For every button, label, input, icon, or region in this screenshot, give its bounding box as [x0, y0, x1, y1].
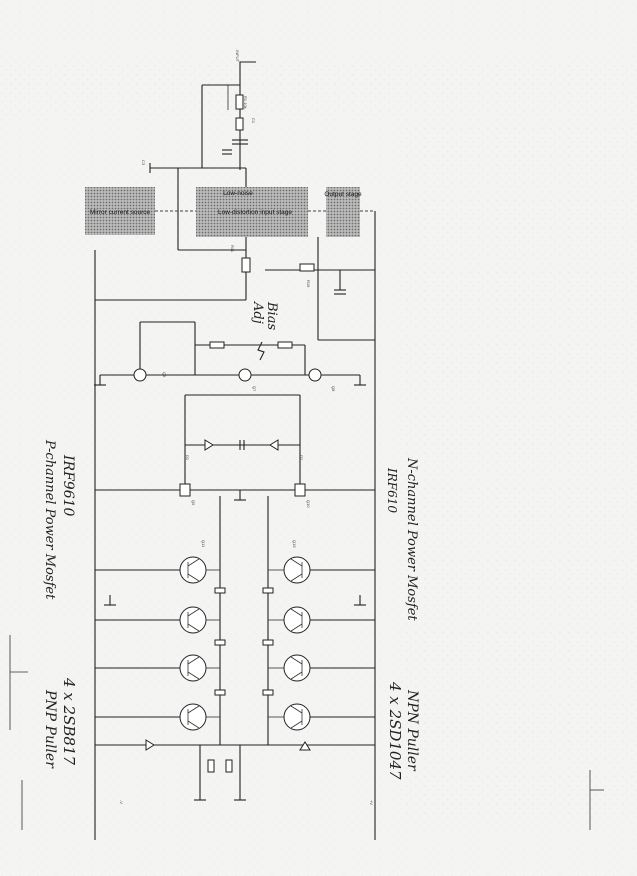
- input-section: INPUT R1 10k C1 C3: [141, 50, 256, 250]
- npn-transistor-2: [283, 606, 311, 634]
- bias-adj-text-1: Bias: [264, 301, 279, 330]
- bias-adj-text-2: Adj: [250, 301, 265, 324]
- supply-rails: R11 R16: [94, 211, 376, 840]
- svg-text:R11: R11: [230, 245, 235, 253]
- driver-transistor-right: [308, 368, 322, 382]
- block-output-stage-label: Output stage: [324, 191, 362, 198]
- n-channel-mosfet: [294, 483, 306, 497]
- handwritten-notes: IRF9610 P-channel Power Mosfet IRF610 N-…: [42, 439, 420, 780]
- svg-text:INPUT: INPUT: [235, 50, 240, 63]
- svg-text:R1 10k: R1 10k: [243, 96, 248, 109]
- title-block-fragments: [9, 635, 604, 830]
- npn-transistor-4: [283, 703, 311, 731]
- pnp-transistor-1: [179, 556, 207, 584]
- block-input-stage: Low-noise Low-distortion input stage: [196, 187, 308, 237]
- p-channel-mosfet: [179, 483, 191, 497]
- block-current-source-label: Mirror current source: [90, 209, 151, 216]
- pnp-transistor-3: [179, 654, 207, 682]
- nch-fet-desc-text: N-channel Power Mosfet: [404, 457, 419, 621]
- svg-text:Q15: Q15: [292, 540, 297, 548]
- svg-text:R16: R16: [306, 280, 311, 288]
- block-input-stage-label-1: Low-noise: [223, 190, 253, 197]
- output-array: Q11 Q15 -V +V: [95, 496, 375, 805]
- vbe-multiplier-transistor: [238, 368, 252, 382]
- driver-stage: Q5 Q7 Q8 D1 D2: [94, 321, 366, 461]
- svg-text:Q5: Q5: [162, 372, 167, 378]
- pch-fet-desc-text: P-channel Power Mosfet: [42, 439, 57, 600]
- svg-text:-V: -V: [119, 800, 124, 804]
- npn-transistor-1: [283, 556, 311, 584]
- nch-fet-part-text: IRF610: [385, 467, 399, 513]
- block-current-source: Mirror current source: [85, 187, 155, 235]
- svg-text:C3: C3: [141, 160, 146, 166]
- scan-noise-band-top: [0, 60, 637, 120]
- pnp-transistor-4: [179, 703, 207, 731]
- svg-text:Q10: Q10: [306, 500, 311, 508]
- svg-text:Q11: Q11: [201, 540, 206, 548]
- svg-text:D1: D1: [185, 455, 190, 461]
- pnp-pullers-count-text: 4 x 2SB817: [60, 677, 78, 765]
- pnp-transistor-2: [179, 606, 207, 634]
- svg-text:Q9: Q9: [191, 500, 196, 506]
- npn-pullers-count-text: 4 x 2SD1047: [386, 681, 404, 780]
- npn-pullers-desc-text: NPN Puller: [404, 689, 420, 772]
- svg-text:Q7: Q7: [252, 386, 257, 392]
- svg-text:Q8: Q8: [331, 386, 336, 392]
- pch-fet-part-text: IRF9610: [60, 454, 76, 517]
- svg-text:+V: +V: [369, 800, 374, 805]
- driver-transistor-left: [133, 368, 147, 382]
- scan-noise-band-right: [400, 120, 637, 820]
- block-input-stage-label-2: Low-distortion input stage: [218, 209, 292, 216]
- svg-text:C1: C1: [251, 118, 256, 124]
- pnp-pullers-desc-text: PNP Puller: [42, 689, 58, 769]
- npn-transistor-3: [283, 654, 311, 682]
- mosfet-stage: Q9 Q10: [95, 445, 375, 508]
- bias-adjust-note: Bias Adj: [250, 301, 279, 361]
- svg-text:D2: D2: [299, 455, 304, 461]
- block-output-stage: Output stage: [324, 187, 362, 237]
